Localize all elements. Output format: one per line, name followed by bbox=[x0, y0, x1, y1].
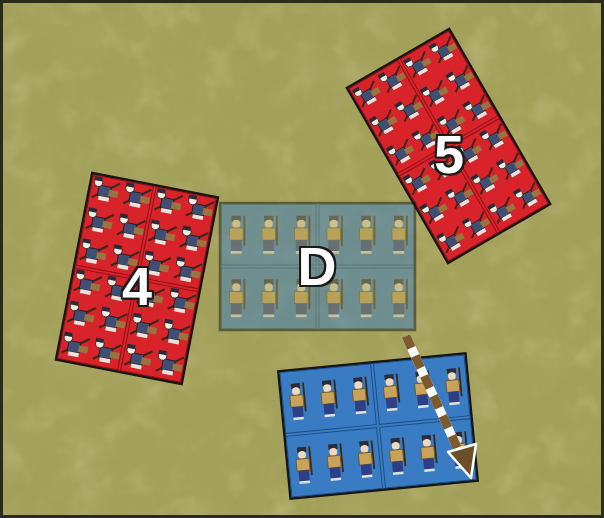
unit-label: D bbox=[298, 239, 337, 293]
red-unit-block: 4 bbox=[56, 173, 218, 384]
unit-label: 4 bbox=[122, 259, 152, 313]
unit-label: 5 bbox=[434, 127, 464, 181]
ghost-unit-block: D bbox=[220, 203, 415, 330]
move-arrow bbox=[406, 336, 476, 478]
